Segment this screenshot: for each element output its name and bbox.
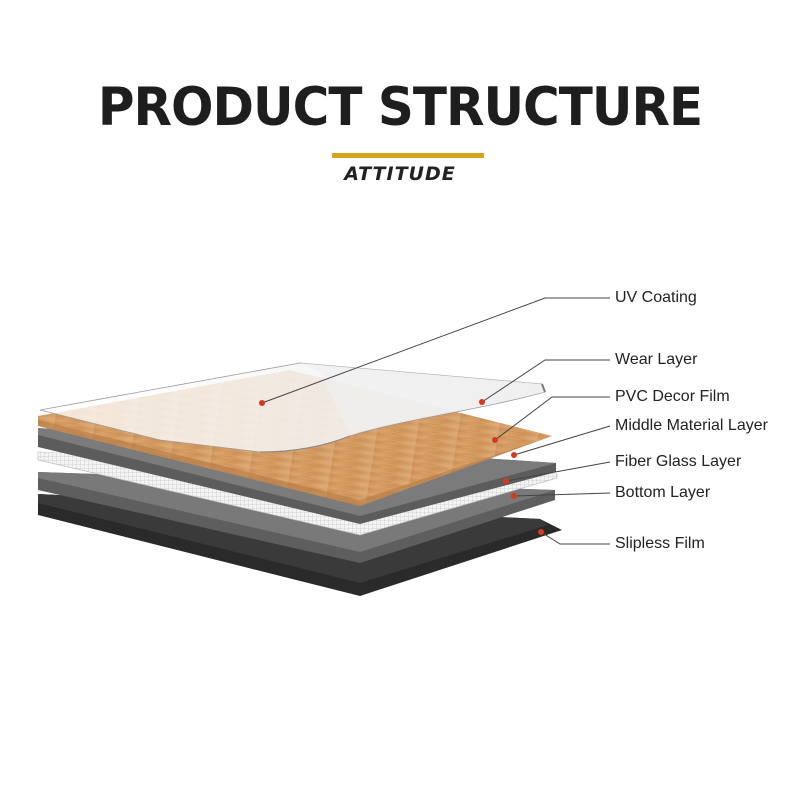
dot-uv-coating bbox=[259, 400, 265, 406]
label-wear-layer: Wear Layer bbox=[615, 351, 698, 368]
leader-lines bbox=[261, 297, 611, 545]
label-fiber-glass-layer: Fiber Glass Layer bbox=[615, 453, 742, 470]
label-uv-coating: UV Coating bbox=[615, 289, 697, 306]
title-underline bbox=[332, 153, 484, 158]
brand-logo-text: ATTITUDE bbox=[344, 163, 456, 185]
label-pvc-decor-film: PVC Decor Film bbox=[615, 388, 730, 405]
dot-slipless-film bbox=[538, 529, 544, 535]
leader-bottom-layer bbox=[513, 492, 611, 497]
dot-wear-layer bbox=[479, 399, 485, 405]
leader-pvc-decor-film bbox=[494, 396, 610, 441]
label-bottom-layer: Bottom Layer bbox=[615, 484, 711, 501]
leader-fiber-glass bbox=[505, 461, 611, 482]
dot-middle-material bbox=[511, 452, 517, 458]
leader-wear-layer bbox=[481, 359, 610, 403]
leader-uv-coating bbox=[261, 297, 610, 404]
page-title: PRODUCT STRUCTURE bbox=[97, 76, 703, 138]
wear-layer-sheet bbox=[39, 362, 546, 453]
leader-slipless-film bbox=[540, 531, 610, 545]
dot-bottom-layer bbox=[511, 493, 517, 499]
leader-middle-material bbox=[513, 425, 611, 456]
dot-fiber-glass bbox=[503, 478, 509, 484]
leader-dots bbox=[259, 399, 544, 535]
label-slipless-film: Slipless Film bbox=[615, 535, 705, 552]
dot-pvc-decor-film bbox=[492, 437, 498, 443]
label-middle-material-layer: Middle Material Layer bbox=[615, 417, 768, 434]
